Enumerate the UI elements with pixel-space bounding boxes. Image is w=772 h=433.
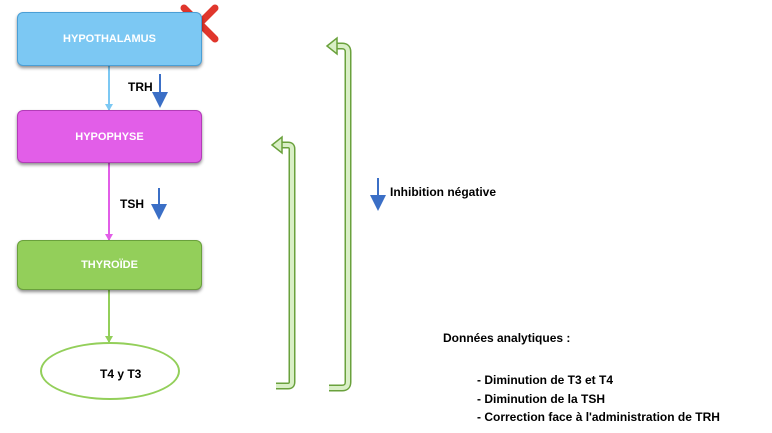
- feedback-label: Inhibition négative: [390, 185, 497, 199]
- analytics-item: - Diminution de T3 et T4: [477, 373, 614, 387]
- connector-arrowhead: [105, 234, 113, 241]
- connector-arrowhead: [105, 104, 113, 111]
- thyroide-label: THYROÏDE: [81, 259, 138, 271]
- analytics-item: - Correction face à l'administration de …: [477, 410, 720, 424]
- analytics-title: Données analytiques :: [443, 331, 571, 345]
- feedback-bracket-long: [325, 36, 352, 392]
- feedback-bracket-short: [270, 135, 296, 390]
- hypothalamus-node: HYPOTHALAMUS: [17, 12, 202, 66]
- connector-arrowhead: [105, 336, 113, 343]
- tsh-label: TSH: [120, 197, 144, 211]
- hypophyse-node: HYPOPHYSE: [17, 110, 202, 163]
- hormones-label: T4 y T3: [100, 367, 142, 381]
- hypothalamus-label: HYPOTHALAMUS: [63, 33, 156, 45]
- trh-label: TRH: [128, 80, 153, 94]
- hormones-node: [40, 342, 180, 400]
- thyroide-node: THYROÏDE: [17, 240, 202, 290]
- analytics-item: - Diminution de la TSH: [477, 392, 605, 406]
- hypophyse-label: HYPOPHYSE: [75, 130, 144, 143]
